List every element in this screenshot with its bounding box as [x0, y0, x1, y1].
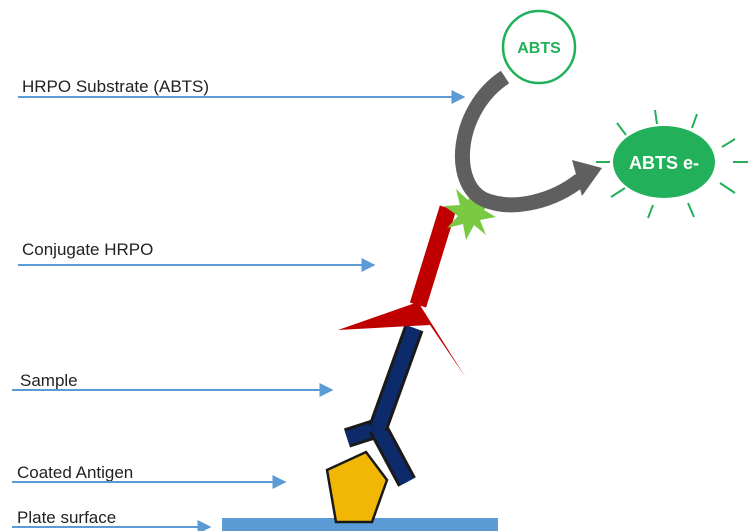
plate-label-text: Plate surface [17, 508, 116, 527]
substrate-label-text: HRPO Substrate (ABTS) [22, 77, 209, 96]
label-conjugate: Conjugate HRPO [18, 240, 376, 272]
label-plate: Plate surface [12, 508, 212, 531]
abts-node [501, 9, 577, 85]
plate-surface [222, 518, 498, 531]
reaction-arrow [454, 70, 585, 213]
sample-label-text: Sample [20, 371, 78, 390]
conjugate-antibody [338, 205, 466, 378]
abts-oxidized-node [613, 126, 715, 198]
sample-antibody [343, 324, 424, 487]
coated-antigen-shape [325, 450, 389, 524]
label-sample: Sample [12, 371, 334, 397]
abts-node-label: ABTS [517, 40, 561, 57]
label-antigen: Coated Antigen [12, 463, 287, 489]
reaction-arrow-head [572, 160, 602, 196]
oxidation-rays [596, 109, 748, 219]
hrpo-enzyme-star [444, 186, 496, 240]
conjugate-label-text: Conjugate HRPO [22, 240, 153, 259]
label-substrate: HRPO Substrate (ABTS) [18, 77, 466, 104]
antigen-label-text: Coated Antigen [17, 463, 133, 482]
abts-oxidized-label: ABTS e- [629, 153, 699, 173]
